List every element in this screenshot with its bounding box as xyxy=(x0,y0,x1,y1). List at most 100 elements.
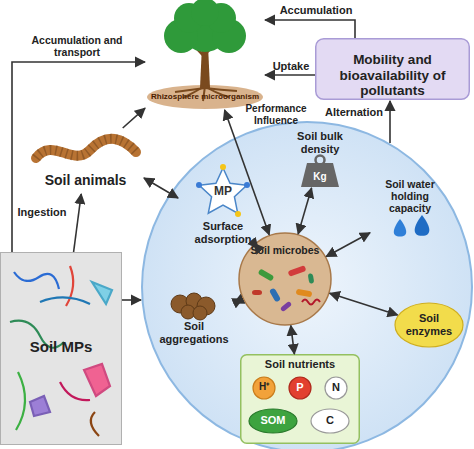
connector-arrow xyxy=(326,233,370,257)
box-outline xyxy=(1,253,122,445)
node-text: N xyxy=(324,381,348,394)
node-ellipse xyxy=(311,409,349,433)
node-text: Soil bulk density xyxy=(283,130,357,155)
node-ellipse xyxy=(253,377,275,399)
plastic-fragment xyxy=(84,364,110,396)
connector-arrow xyxy=(123,108,145,128)
soil-circle xyxy=(142,122,472,449)
node-text: Soil animals xyxy=(28,172,143,188)
worm-rings xyxy=(36,139,136,158)
connector-arrow xyxy=(265,74,315,76)
bacterium xyxy=(296,289,313,298)
flow-arrow xyxy=(144,178,178,198)
connector-arrow xyxy=(225,110,270,235)
connector-arrow xyxy=(254,244,258,248)
node-ellipse xyxy=(249,409,297,433)
edge-label: Ingestion xyxy=(14,206,70,219)
connector-arrow xyxy=(291,326,295,354)
water-icon: Soil water holding capacity xyxy=(370,178,450,244)
microplastic-star: MPSurface adsorption xyxy=(183,168,263,248)
edge-label: Accumulation xyxy=(278,4,354,17)
box-outline xyxy=(316,39,470,100)
bulk-density-icon: Soil bulk densityKg xyxy=(283,130,357,188)
plastic-fragment xyxy=(92,282,112,304)
bacterium xyxy=(252,290,262,295)
node-text: C xyxy=(310,414,350,427)
adsorbed-pollutant xyxy=(220,164,226,170)
edge-label: Uptake xyxy=(268,60,314,73)
bacterium xyxy=(308,273,315,284)
nutrient-circle: H⁺ xyxy=(252,376,276,400)
bacterium xyxy=(258,268,275,281)
pollutant-box: Mobility and bioavailability of pollutan… xyxy=(315,38,470,100)
spiral-bacterium xyxy=(302,300,320,305)
connector-arrow xyxy=(74,194,82,252)
plastic-fragment xyxy=(30,396,50,416)
node-text: P xyxy=(288,381,312,394)
adsorbed-pollutant xyxy=(235,211,241,217)
weight-shape xyxy=(301,163,339,187)
microplastic-box: Soil MPs xyxy=(0,252,122,445)
node-text: MP xyxy=(203,185,243,199)
bacterium xyxy=(280,301,292,313)
node-text: Surface adsorption xyxy=(178,220,268,245)
plastic-fragment xyxy=(14,272,59,289)
nutrient-ellipse: SOM xyxy=(248,408,298,434)
plastic-fragment xyxy=(16,372,25,430)
connector-arrow xyxy=(234,299,243,303)
animal-group: Soil animals xyxy=(28,128,143,194)
node-text: Soil nutrients xyxy=(240,358,360,371)
node-text: Soil enzymes xyxy=(396,312,462,337)
plant-illustration: Rhizosphere microorganism xyxy=(145,0,265,110)
bacterium xyxy=(269,287,281,302)
aggregate-icon: Soil aggregations xyxy=(154,292,234,352)
nutrient-circle: N xyxy=(324,376,348,400)
enzyme-ellipse: Soil enzymes xyxy=(394,302,464,348)
node-text: Soil water holding capacity xyxy=(370,178,450,214)
nutrient-ellipse: C xyxy=(310,408,350,434)
connector-arrow xyxy=(330,293,398,315)
connector-arrow xyxy=(265,20,355,38)
worm-body xyxy=(36,139,136,158)
node-ellipse xyxy=(395,303,463,347)
free-label: Alternation xyxy=(322,106,386,119)
microbe-disc xyxy=(239,233,331,325)
bacterium xyxy=(288,265,307,277)
adsorbed-pollutant xyxy=(244,182,250,188)
edge-label: Performance Influence xyxy=(236,103,316,126)
flow-arrow xyxy=(389,101,391,143)
box-outline xyxy=(241,355,360,444)
plastic-fragment xyxy=(91,412,99,436)
node-text: Soil MPs xyxy=(0,338,122,355)
nutrient-box: Soil nutrientsH⁺ PN SOM C xyxy=(240,354,360,444)
soil-aggregate xyxy=(193,306,207,320)
water-drop xyxy=(415,215,430,236)
node-ellipse xyxy=(325,377,347,399)
node-text: Soil microbes xyxy=(243,244,327,256)
plastic-fragment xyxy=(66,266,73,306)
plastic-fragment xyxy=(40,297,90,304)
connector-arrow xyxy=(12,62,145,252)
water-drop xyxy=(394,219,406,237)
tree-crown xyxy=(191,0,219,26)
node-ellipse xyxy=(289,377,311,399)
star-shape xyxy=(199,168,247,213)
root-line xyxy=(175,88,205,92)
connector-arrow xyxy=(298,188,311,234)
node-text: Kg xyxy=(305,171,335,183)
edge-label: Accumulation and transport xyxy=(22,34,132,58)
adsorbed-pollutant xyxy=(196,182,202,188)
node-text: SOM xyxy=(248,414,298,427)
root-line xyxy=(205,88,237,91)
node-text: Rhizosphere microorganism xyxy=(145,92,265,101)
microbe-circle: Soil microbes xyxy=(238,232,332,326)
flow-arrow xyxy=(122,299,141,301)
node-text: H⁺ xyxy=(252,381,276,393)
nutrient-circle: P xyxy=(288,376,312,400)
plastic-fragment xyxy=(60,382,90,400)
node-text: Mobility and bioavailability of pollutan… xyxy=(320,52,465,99)
node-text: Soil aggregations xyxy=(154,320,234,345)
